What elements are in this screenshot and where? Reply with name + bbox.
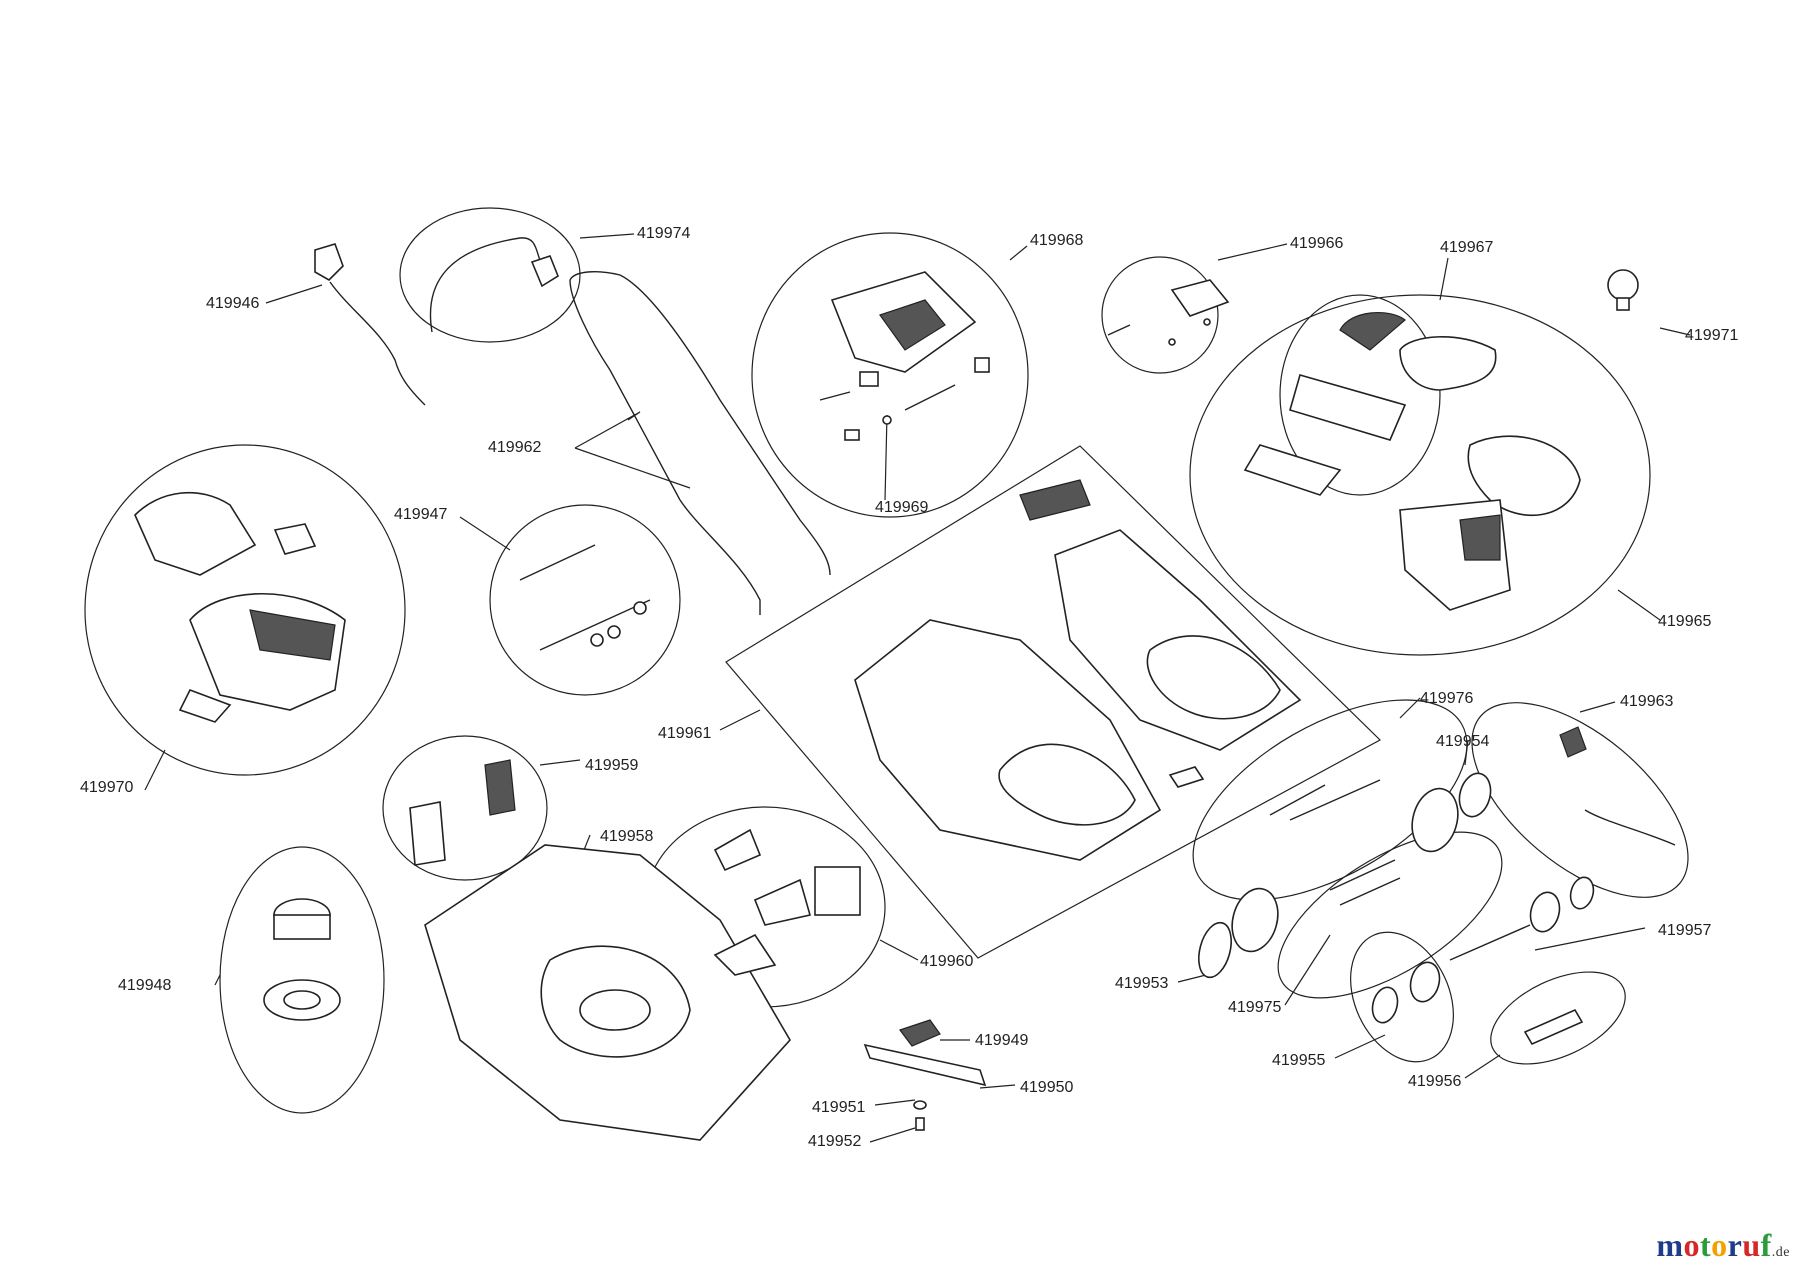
logo-letter-o1: o: [1683, 1227, 1700, 1263]
label-419963: 419963: [1620, 693, 1673, 710]
part-419947-shaft-parts: [519, 544, 651, 651]
label-419953: 419953: [1115, 975, 1168, 992]
part-419955-small-wheels: [1371, 961, 1441, 1024]
part-419949-419950-blade: [863, 1019, 987, 1131]
part-419967-top-cover: [1339, 311, 1497, 391]
group-outline-419974: [399, 207, 581, 343]
logo-letter-o2: o: [1711, 1227, 1728, 1263]
part-419966-parts: [1107, 279, 1230, 346]
label-419959: 419959: [585, 757, 638, 774]
group-outline-419970: [84, 444, 406, 776]
part-419957-mid-parts: [1449, 876, 1595, 961]
label-419970: 419970: [80, 779, 133, 796]
group-outline-419967: [1279, 294, 1441, 496]
logo-letter-t: t: [1699, 1227, 1712, 1263]
part-419961-upper-deck: [854, 479, 1302, 861]
group-outline-419955: [1350, 931, 1454, 1063]
label-419951: 419951: [812, 1099, 865, 1116]
group-outline-419959: [382, 735, 548, 881]
label-419957: 419957: [1658, 922, 1711, 939]
label-419952: 419952: [808, 1133, 861, 1150]
motoruf-logo: motoruf.de: [1656, 1227, 1790, 1264]
part-419965-grass-box: [1243, 374, 1581, 611]
label-419965: 419965: [1658, 613, 1711, 630]
group-outline-419976: [1192, 699, 1468, 901]
label-419969: 419969: [875, 499, 928, 516]
label-419956: 419956: [1408, 1073, 1461, 1090]
part-419953-front-wheels: [1197, 887, 1279, 979]
label-419958: 419958: [600, 828, 653, 845]
label-419962: 419962: [488, 439, 541, 456]
label-419971: 419971: [1685, 327, 1738, 344]
group-outline-419947: [489, 504, 681, 696]
group-outline-419956: [1490, 971, 1626, 1065]
part-419963-height-lever: [1559, 726, 1676, 846]
part-419970-grass-bag: [134, 491, 346, 723]
label-419947: 419947: [394, 506, 447, 523]
part-419958-deck-housing: [424, 844, 791, 1141]
label-419950: 419950: [1020, 1079, 1073, 1096]
label-419961: 419961: [658, 725, 711, 742]
part-419959-switch-box: [409, 759, 516, 866]
label-419976: 419976: [1420, 690, 1473, 707]
label-419946: 419946: [206, 295, 259, 312]
label-419954: 419954: [1436, 733, 1489, 750]
label-419974: 419974: [637, 225, 690, 242]
group-frame-419961: [725, 445, 1382, 959]
part-419962-handle-frame: [569, 271, 831, 615]
group-outline-419975: [1277, 831, 1503, 999]
part-419948-motor: [263, 898, 341, 1021]
part-419971-knob: [1607, 269, 1639, 311]
part-419946-switch-cable: [314, 243, 426, 406]
part-419975-front-axle: [1329, 859, 1401, 906]
label-419948: 419948: [118, 977, 171, 994]
label-419967: 419967: [1440, 239, 1493, 256]
group-outline-419963: [1471, 702, 1689, 898]
part-labels: 419946 419974 419968 419966 419967 41997…: [80, 225, 1738, 1150]
part-419954-rear-wheels: [1411, 772, 1492, 853]
group-outline-419966: [1101, 256, 1219, 374]
label-419949: 419949: [975, 1032, 1028, 1049]
logo-letter-m: m: [1656, 1227, 1684, 1263]
label-419955: 419955: [1272, 1052, 1325, 1069]
part-419968-cover-flap: [819, 271, 990, 441]
part-419960-chute-parts: [713, 828, 861, 976]
logo-tld: .de: [1771, 1245, 1790, 1260]
group-outline-419965: [1189, 294, 1651, 656]
label-419960: 419960: [920, 953, 973, 970]
group-outline-419968: [751, 232, 1029, 518]
logo-letter-r: r: [1727, 1227, 1743, 1263]
logo-letter-u: u: [1742, 1227, 1761, 1263]
part-419976-spring-axle: [1269, 779, 1381, 821]
label-419966: 419966: [1290, 235, 1343, 252]
leader-lines: [144, 233, 1691, 1143]
group-outline-419948: [219, 846, 385, 1114]
label-419975: 419975: [1228, 999, 1281, 1016]
logo-letter-f: f: [1760, 1227, 1772, 1263]
part-419956-bracket: [1523, 1008, 1584, 1046]
label-419968: 419968: [1030, 232, 1083, 249]
part-419974-upper-handle: [429, 237, 559, 333]
